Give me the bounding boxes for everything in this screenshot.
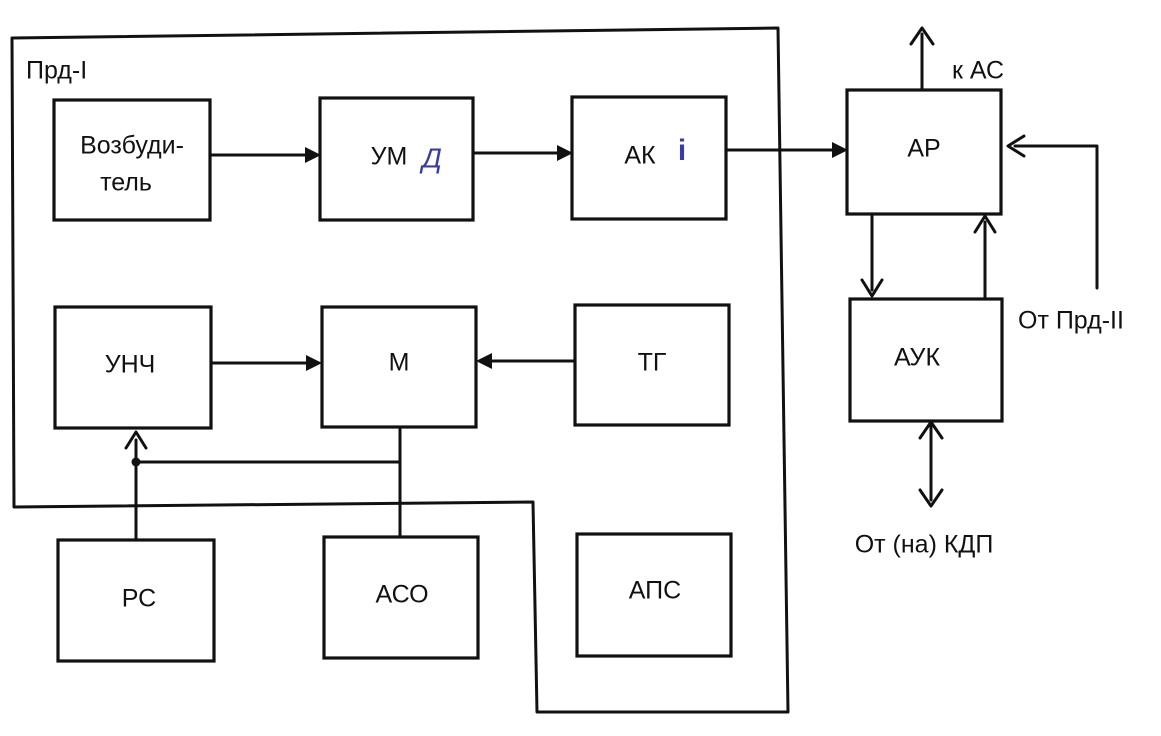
arrow-power-amp-to-antenna-switch [471,145,573,161]
radio-station-block: РС [56,538,216,663]
radio-station-label: РС [122,585,156,613]
low-freq-amp-label: УНЧ [105,351,156,379]
power-amp-label: УМ [371,143,408,171]
antenna-control-block: АУК [848,297,1004,423]
modulator-label: М [389,349,410,377]
transmitter-1-boundary [10,26,790,714]
arrow-antenna-switch-to-antenna-relay [724,142,848,158]
power-amp-block: УМ Д [318,96,475,222]
modulator-block: М [320,305,478,429]
exciter-block: Возбуди- тель [52,98,212,222]
signal-bus [124,425,402,542]
arrow-antenna-control-kdp-bidirectional [918,420,944,508]
bus-junction-dot [131,457,141,467]
exciter-label-line2: тель [100,169,152,197]
tone-gen-label: ТГ [638,349,667,377]
arrow-low-freq-amp-to-modulator [209,355,322,371]
arrow-transmitter-2-to-antenna-relay [1006,134,1099,290]
power-amp-handwritten-mark: Д [419,142,442,173]
low-freq-amp-block: УНЧ [53,305,213,430]
antenna-relay-block: АР [845,88,1003,216]
arrow-antenna-relay-to-antenna-control [860,212,884,298]
aps-label: АПС [629,577,681,605]
from-transmitter-2-label: От Прд-II [1018,307,1124,335]
arrow-tone-gen-to-modulator [476,353,577,369]
arrow-antenna-relay-to-antenna [909,26,935,92]
antenna-switch-label: АК [624,142,656,170]
aps-block: АПС [575,532,733,658]
aso-label: АСО [375,581,428,609]
tone-gen-block: ТГ [573,303,731,427]
aso-block: АСО [322,535,480,660]
arrow-exciter-to-power-amp [208,147,321,163]
transmitter-1-label: Прд-I [26,57,87,85]
to-antenna-label: к АС [952,57,1004,85]
antenna-switch-block: АК i [570,95,728,221]
antenna-control-label: АУК [894,344,940,372]
exciter-label-line1: Возбуди- [80,132,184,160]
to-from-kdp-label: От (на) КДП [855,531,994,559]
arrow-antenna-control-to-antenna-relay [973,214,997,301]
antenna-switch-handwritten-mark: i [678,134,686,167]
antenna-relay-label: АР [907,135,940,163]
